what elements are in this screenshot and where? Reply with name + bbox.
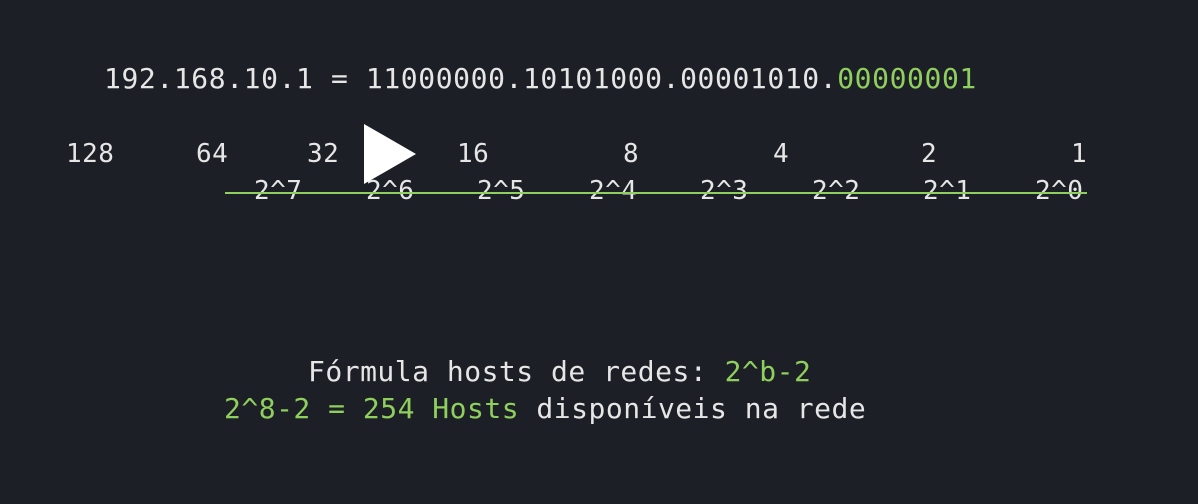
- formula-expression: 2^b-2: [724, 355, 812, 388]
- power-2-2: 2^2: [812, 176, 861, 206]
- bit-value-16: 16: [457, 139, 490, 169]
- power-2-0: 2^0: [1035, 176, 1084, 206]
- hosts-result-text: disponíveis na rede: [519, 392, 867, 425]
- formula-line: Fórmula hosts de redes: 2^b-2: [308, 355, 811, 388]
- bit-value-4: 4: [773, 139, 790, 169]
- play-icon[interactable]: [362, 122, 418, 186]
- strike-line: [225, 192, 1087, 194]
- bit-value-8: 8: [623, 139, 640, 169]
- hosts-result-highlight: 2^8-2 = 254 Hosts: [224, 392, 520, 425]
- bit-value-64: 64: [196, 139, 229, 169]
- ip-binary-line: 192.168.10.1 = 11000000.10101000.0000101…: [104, 62, 977, 95]
- ip-binary-prefix: 192.168.10.1 = 11000000.10101000.0000101…: [104, 62, 838, 95]
- bit-value-2: 2: [921, 139, 938, 169]
- power-2-6: 2^6: [366, 176, 415, 206]
- formula-label: Fórmula hosts de redes:: [308, 355, 725, 388]
- power-2-5: 2^5: [477, 176, 526, 206]
- ip-binary-last-octet: 00000001: [837, 62, 977, 95]
- power-2-1: 2^1: [923, 176, 972, 206]
- bit-value-32: 32: [307, 139, 340, 169]
- hosts-result-line: 2^8-2 = 254 Hosts disponíveis na rede: [224, 392, 866, 425]
- power-2-7: 2^7: [254, 176, 303, 206]
- power-2-3: 2^3: [700, 176, 749, 206]
- bit-value-1: 1: [1071, 139, 1088, 169]
- power-2-4: 2^4: [589, 176, 638, 206]
- bit-value-128: 128: [66, 139, 115, 169]
